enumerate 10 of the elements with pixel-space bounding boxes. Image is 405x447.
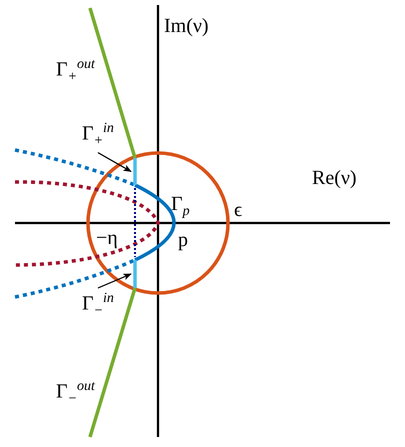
contour-segment: [133, 158, 137, 185]
radius-label: ϵ: [234, 200, 242, 220]
axis-label: Im(ν): [164, 16, 209, 36]
leader-line: [98, 152, 132, 172]
point-label: p: [178, 230, 188, 250]
contour-segment: [133, 260, 137, 288]
leader-line: [98, 273, 132, 289]
contour-label: Γ$_{p}$: [171, 194, 190, 219]
point-label: −η: [96, 228, 118, 248]
axis-label: Re(ν): [312, 168, 357, 188]
